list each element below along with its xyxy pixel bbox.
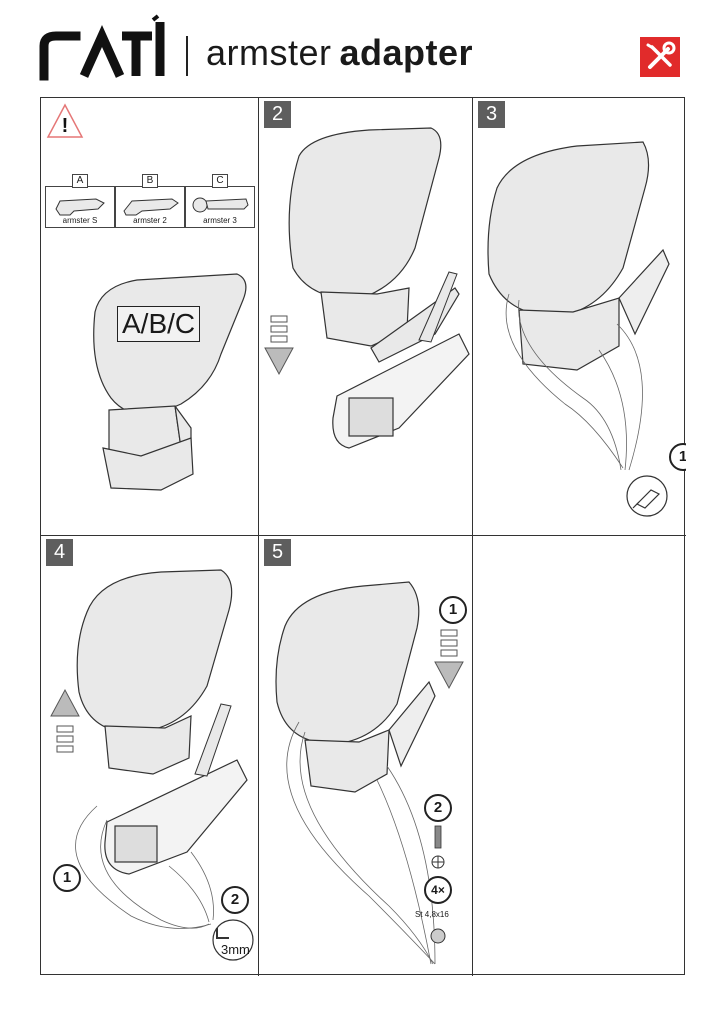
drill-size-label: 3mm bbox=[221, 942, 250, 957]
variant-card-b: armster 2 bbox=[115, 186, 185, 228]
panel-step-4: 4 1 2 3mm bbox=[41, 536, 259, 976]
step-number-4: 4 bbox=[46, 539, 73, 566]
header-separator bbox=[186, 36, 188, 76]
variant-card-a: armster S bbox=[45, 186, 115, 228]
panel-step-5: 5 1 2 4× St 4,8x16 bbox=[259, 536, 473, 976]
step-number-3: 3 bbox=[478, 101, 505, 128]
step-2-illustration bbox=[264, 127, 470, 449]
variant-letter-b: B bbox=[142, 174, 158, 188]
variant-name-c: armster 3 bbox=[203, 216, 237, 225]
brand-logo bbox=[39, 14, 165, 85]
svg-text:!: ! bbox=[62, 115, 69, 137]
step-4-callout-2: 2 bbox=[221, 886, 249, 914]
product-subtitle: adapter bbox=[339, 32, 474, 73]
step-5-illustration bbox=[275, 581, 464, 965]
variant-label: A/B/C bbox=[117, 306, 201, 342]
panel-empty bbox=[473, 536, 686, 976]
variant-card-c: armster 3 bbox=[185, 186, 255, 228]
instruction-grid: ! armster S A armster 2 B armster 3 C bbox=[40, 97, 686, 976]
step-4-illustration bbox=[50, 569, 254, 961]
panel-step-3: 3 1 bbox=[473, 98, 686, 536]
variant-letter-a: A bbox=[72, 174, 88, 188]
screw-spec-label: St 4,8x16 bbox=[415, 910, 449, 919]
step-3-callout-1: 1 bbox=[669, 443, 686, 471]
panel-step-2: 2 bbox=[259, 98, 473, 536]
step-3-illustration bbox=[487, 141, 670, 517]
variant-name-b: armster 2 bbox=[133, 216, 167, 225]
variant-name-a: armster S bbox=[62, 216, 98, 225]
step-number-5: 5 bbox=[264, 539, 291, 566]
variant-letter-c: C bbox=[212, 174, 228, 188]
warning-triangle-icon: ! bbox=[46, 103, 84, 138]
step-5-callout-2: 2 bbox=[424, 794, 452, 822]
screw-count: 4× bbox=[424, 876, 452, 904]
wrench-screwdriver-icon bbox=[640, 37, 680, 77]
step-4-callout-1: 1 bbox=[53, 864, 81, 892]
panel-variants: ! armster S A armster 2 B armster 3 C bbox=[41, 98, 259, 536]
step-number-2: 2 bbox=[264, 101, 291, 128]
step-5-callout-1: 1 bbox=[439, 596, 467, 624]
product-name: armster bbox=[206, 32, 332, 73]
